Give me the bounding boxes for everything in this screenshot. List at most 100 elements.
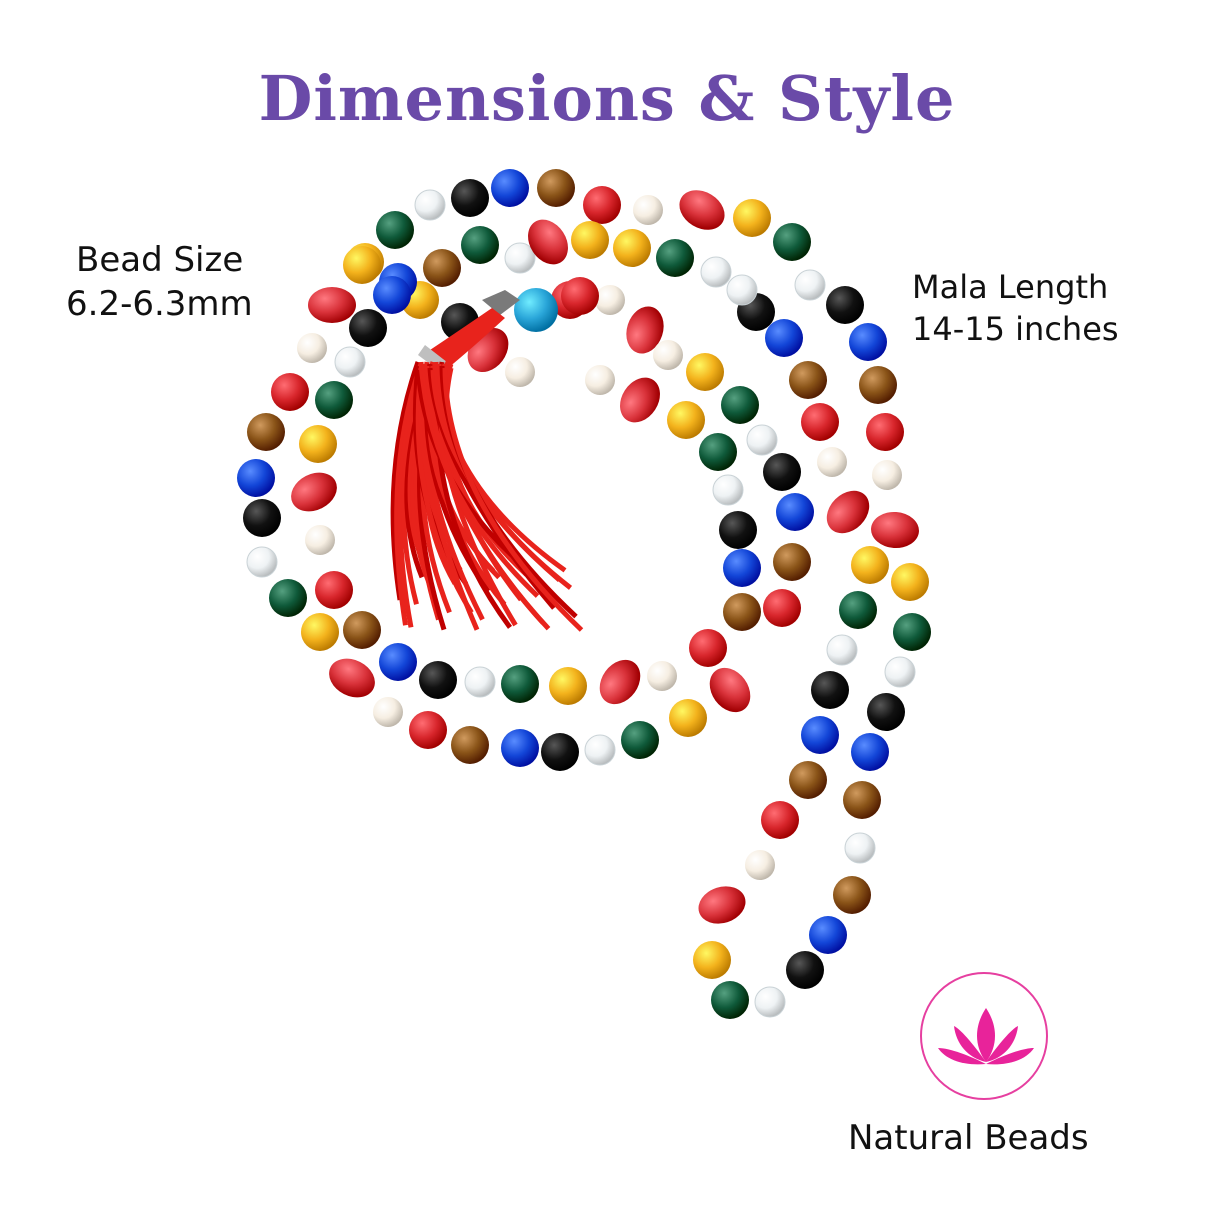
- bead-green: [501, 665, 539, 703]
- bead-blue: [776, 493, 814, 531]
- natural-beads-label: Natural Beads: [848, 1118, 1089, 1158]
- bead-coral: [871, 511, 919, 549]
- bead-yellow: [667, 401, 705, 439]
- bead-crystal: [246, 546, 278, 578]
- bead-green: [721, 386, 759, 424]
- bead-yellow: [851, 546, 889, 584]
- bead-tiger: [789, 361, 827, 399]
- bead-coral: [599, 659, 641, 705]
- bead-blue: [501, 729, 539, 767]
- bead-coral: [626, 306, 664, 354]
- lotus-petal: [938, 1048, 986, 1065]
- bead-green: [699, 433, 737, 471]
- bead-pearl: [633, 195, 663, 225]
- bead-yellow: [301, 613, 339, 651]
- bead-pearl: [595, 285, 625, 315]
- bead-green: [656, 239, 694, 277]
- bead-black: [243, 499, 281, 537]
- bead-green: [461, 226, 499, 264]
- tassel-thread: [390, 361, 421, 601]
- bead-black: [719, 511, 757, 549]
- bead-crystal: [414, 189, 446, 221]
- bead-pearl: [305, 525, 335, 555]
- bead-black: [811, 671, 849, 709]
- bead-pearl: [745, 850, 775, 880]
- tassel-thread: [424, 365, 551, 631]
- bead-blue: [491, 169, 529, 207]
- lotus-petal: [986, 1026, 1018, 1062]
- bead-crystal: [464, 666, 496, 698]
- bead-tiger: [451, 726, 489, 764]
- lotus-icon: [938, 1008, 1034, 1065]
- page-title: Dimensions & Style: [258, 62, 956, 135]
- bead-coral: [308, 287, 356, 323]
- bead-pearl: [505, 357, 535, 387]
- bead-crystal: [754, 986, 786, 1018]
- bead-crystal: [726, 274, 758, 306]
- bead-yellow: [343, 246, 381, 284]
- bead-crystal: [746, 424, 778, 456]
- mala-beads: [237, 169, 931, 1019]
- bead-black: [826, 286, 864, 324]
- bead-yellow: [613, 229, 651, 267]
- bead-black: [867, 693, 905, 731]
- bead-crystal: [826, 634, 858, 666]
- bead-yellow: [669, 699, 707, 737]
- tassel-thread: [442, 367, 584, 632]
- bead-yellow: [733, 199, 771, 237]
- bead-red: [801, 403, 839, 441]
- bead-blue: [373, 276, 411, 314]
- bead-green: [376, 211, 414, 249]
- lotus-petal: [977, 1008, 995, 1062]
- bead-green: [893, 613, 931, 651]
- bead-yellow: [549, 667, 587, 705]
- bead-tiger: [247, 413, 285, 451]
- bead-yellow: [299, 425, 337, 463]
- bead-green: [315, 381, 353, 419]
- bead-yellow: [571, 221, 609, 259]
- bead-red: [763, 589, 801, 627]
- bead-coral: [826, 490, 870, 534]
- bead-pearl: [647, 661, 677, 691]
- bead-blue: [379, 643, 417, 681]
- bead-tiger: [859, 366, 897, 404]
- lotus-petal: [986, 1048, 1034, 1065]
- bead-pearl: [653, 340, 683, 370]
- bead-size-spec: Bead Size 6.2-6.3mm: [66, 238, 253, 326]
- bead-crystal: [700, 256, 732, 288]
- bead-blue: [723, 549, 761, 587]
- bead-black: [419, 661, 457, 699]
- bead-black: [451, 179, 489, 217]
- bead-coral: [329, 658, 375, 698]
- bead-pearl: [817, 447, 847, 477]
- bead-black: [763, 453, 801, 491]
- bead-size-value: 6.2-6.3mm: [66, 284, 253, 324]
- bead-black: [786, 951, 824, 989]
- mala-length-spec: Mala Length 14-15 inches: [912, 266, 1119, 350]
- bead-tiger: [343, 611, 381, 649]
- bead-pearl: [585, 365, 615, 395]
- bead-red: [761, 801, 799, 839]
- bead-crystal: [712, 474, 744, 506]
- bead-blue: [765, 319, 803, 357]
- tassel-thread: [394, 363, 424, 626]
- bead-red: [866, 413, 904, 451]
- bead-blue: [851, 733, 889, 771]
- bead-yellow: [686, 353, 724, 391]
- bead-size-label: Bead Size: [76, 240, 244, 280]
- bead-green: [773, 223, 811, 261]
- tassel-cap: [482, 290, 520, 315]
- bead-crystal: [504, 242, 536, 274]
- bead-red: [583, 186, 621, 224]
- bead-tiger: [789, 761, 827, 799]
- bead-pearl: [373, 697, 403, 727]
- bead-green: [839, 591, 877, 629]
- bead-crystal: [584, 734, 616, 766]
- guru-bead: [514, 288, 558, 332]
- bead-tiger: [833, 876, 871, 914]
- mala-length-label: Mala Length: [912, 268, 1109, 306]
- tassel-neck: [430, 308, 505, 368]
- bead-yellow: [891, 563, 929, 601]
- bead-black: [541, 733, 579, 771]
- tassel: [390, 290, 584, 632]
